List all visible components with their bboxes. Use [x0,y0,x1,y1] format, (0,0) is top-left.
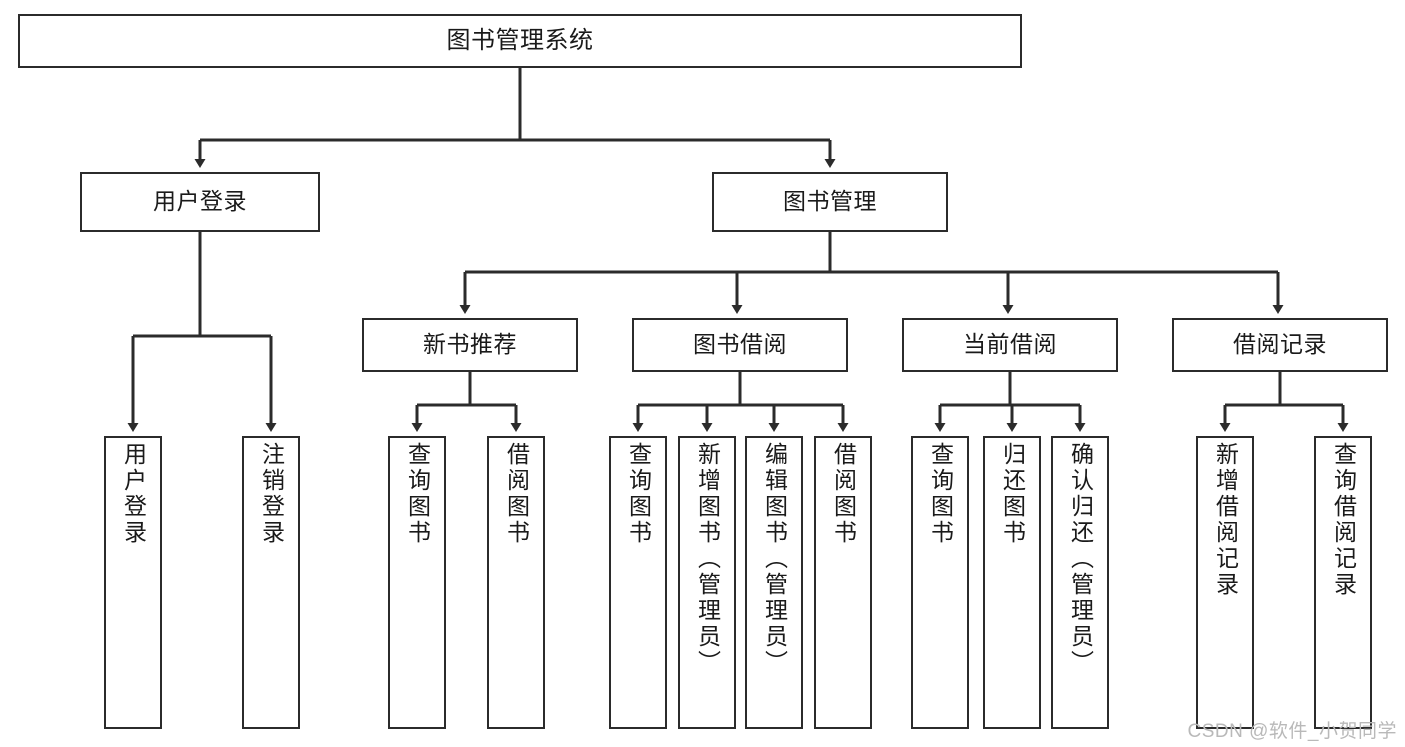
leaf-label: 新增图书（管理员） [694,442,721,676]
node-root[interactable]: 图书管理系统 [18,14,1022,68]
leaf-label: 用户登录 [120,442,147,546]
leaf-label: 查询图书 [404,442,431,546]
leaf-label: 编辑图书（管理员） [761,442,788,676]
node-level3-1[interactable]: 图书借阅 [632,318,848,372]
leaf-label: 注销登录 [258,442,285,546]
node-level3-0[interactable]: 新书推荐 [362,318,578,372]
node-level3-2[interactable]: 当前借阅 [902,318,1118,372]
leaf-label: 借阅图书 [503,442,530,546]
watermark: CSDN @软件_小贺同学 [1187,721,1397,742]
level3-label: 新书推荐 [423,331,517,358]
node-leaf-4[interactable]: 查询图书 [609,436,667,729]
leaf-label: 确认归还（管理员） [1067,442,1094,676]
leaf-label: 借阅图书 [830,442,857,546]
node-level2-0[interactable]: 用户登录 [80,172,320,232]
leaf-label: 查询借阅记录 [1330,442,1357,598]
node-leaf-10[interactable]: 确认归还（管理员） [1051,436,1109,729]
node-leaf-7[interactable]: 借阅图书 [814,436,872,729]
level3-label: 借阅记录 [1233,331,1327,358]
leaf-label: 查询图书 [927,442,954,546]
node-leaf-9[interactable]: 归还图书 [983,436,1041,729]
node-leaf-2[interactable]: 查询图书 [388,436,446,729]
leaf-label: 查询图书 [625,442,652,546]
leaf-label: 新增借阅记录 [1212,442,1239,598]
node-leaf-12[interactable]: 查询借阅记录 [1314,436,1372,729]
leaf-label: 归还图书 [999,442,1026,546]
level3-label: 当前借阅 [963,331,1057,358]
node-leaf-6[interactable]: 编辑图书（管理员） [745,436,803,729]
node-level2-1[interactable]: 图书管理 [712,172,948,232]
node-leaf-3[interactable]: 借阅图书 [487,436,545,729]
root-label: 图书管理系统 [446,26,594,54]
node-leaf-5[interactable]: 新增图书（管理员） [678,436,736,729]
node-leaf-8[interactable]: 查询图书 [911,436,969,729]
node-level3-3[interactable]: 借阅记录 [1172,318,1388,372]
level2-label: 用户登录 [153,188,247,215]
node-leaf-1[interactable]: 注销登录 [242,436,300,729]
level3-label: 图书借阅 [693,331,787,358]
level2-label: 图书管理 [783,188,877,215]
node-leaf-0[interactable]: 用户登录 [104,436,162,729]
node-leaf-11[interactable]: 新增借阅记录 [1196,436,1254,729]
